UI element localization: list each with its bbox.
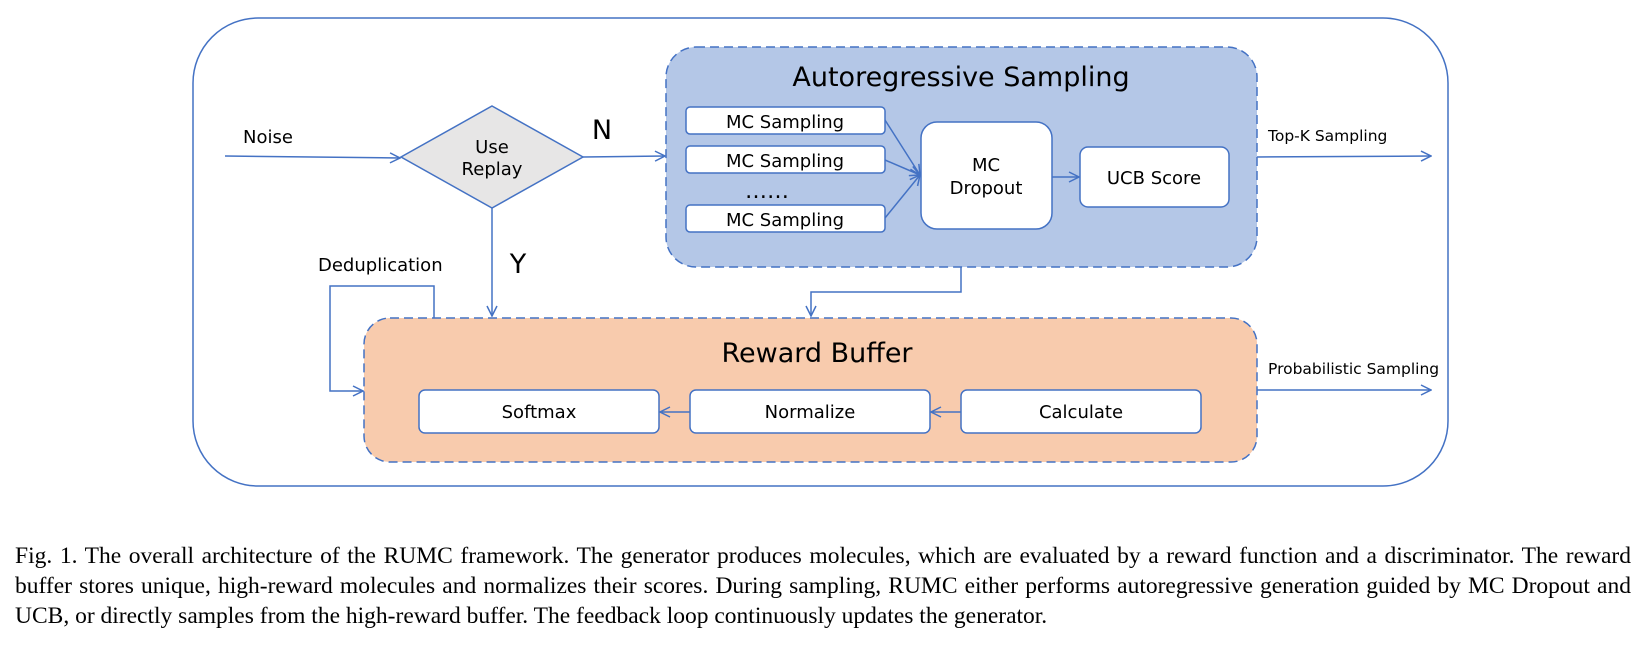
- noise-label: Noise: [243, 127, 293, 148]
- mc-sampling-label-2: MC Sampling: [726, 151, 844, 172]
- outer-frame: [192, 17, 1449, 487]
- topk-sampling-label: Top-K Sampling: [1267, 127, 1387, 145]
- ucb-score-box: [1079, 146, 1230, 208]
- arrow-noise-to-decision: [224, 156, 400, 158]
- yes-branch-label: Y: [509, 249, 527, 280]
- mc-sampling-label-1: MC Sampling: [726, 112, 844, 133]
- architecture-diagram: Autoregressive Sampling MC Sampling MC S…: [192, 17, 1449, 487]
- reward-buffer-title: Reward Buffer: [721, 338, 913, 369]
- softmax-label: Softmax: [502, 402, 577, 423]
- ucb-score-label: UCB Score: [1107, 168, 1201, 189]
- normalize-label: Normalize: [765, 402, 856, 423]
- probabilistic-sampling-label: Probabilistic Sampling: [1268, 360, 1439, 378]
- figure-caption: Fig. 1. The overall architecture of the …: [15, 543, 1631, 629]
- mc-dropout-label-2: Dropout: [950, 178, 1023, 199]
- mc-sampling-label-3: MC Sampling: [726, 210, 844, 231]
- arrow-decision-to-autoregressive: [582, 156, 665, 157]
- mc-sampling-box-3: [685, 204, 886, 233]
- no-branch-label: N: [592, 115, 612, 146]
- arrow-autoregressive-to-reward-buffer: [811, 267, 962, 316]
- use-replay-label-2: Replay: [462, 159, 523, 180]
- mc-sampling-ellipsis: ……: [745, 179, 789, 204]
- use-replay-label-1: Use: [475, 137, 509, 158]
- deduplication-loop-arrow: [329, 285, 435, 391]
- mc-sampling-box-2: [685, 145, 886, 174]
- autoregressive-title: Autoregressive Sampling: [792, 62, 1129, 93]
- arrow-sampling3-to-dropout: [884, 175, 920, 219]
- calculate-label: Calculate: [1039, 402, 1123, 423]
- deduplication-label: Deduplication: [318, 255, 443, 276]
- arrow-topk-output: [1256, 156, 1431, 157]
- arrow-sampling1-to-dropout: [884, 119, 920, 175]
- arrow-sampling2-to-dropout: [884, 159, 920, 175]
- mc-dropout-label-1: MC: [972, 155, 1000, 176]
